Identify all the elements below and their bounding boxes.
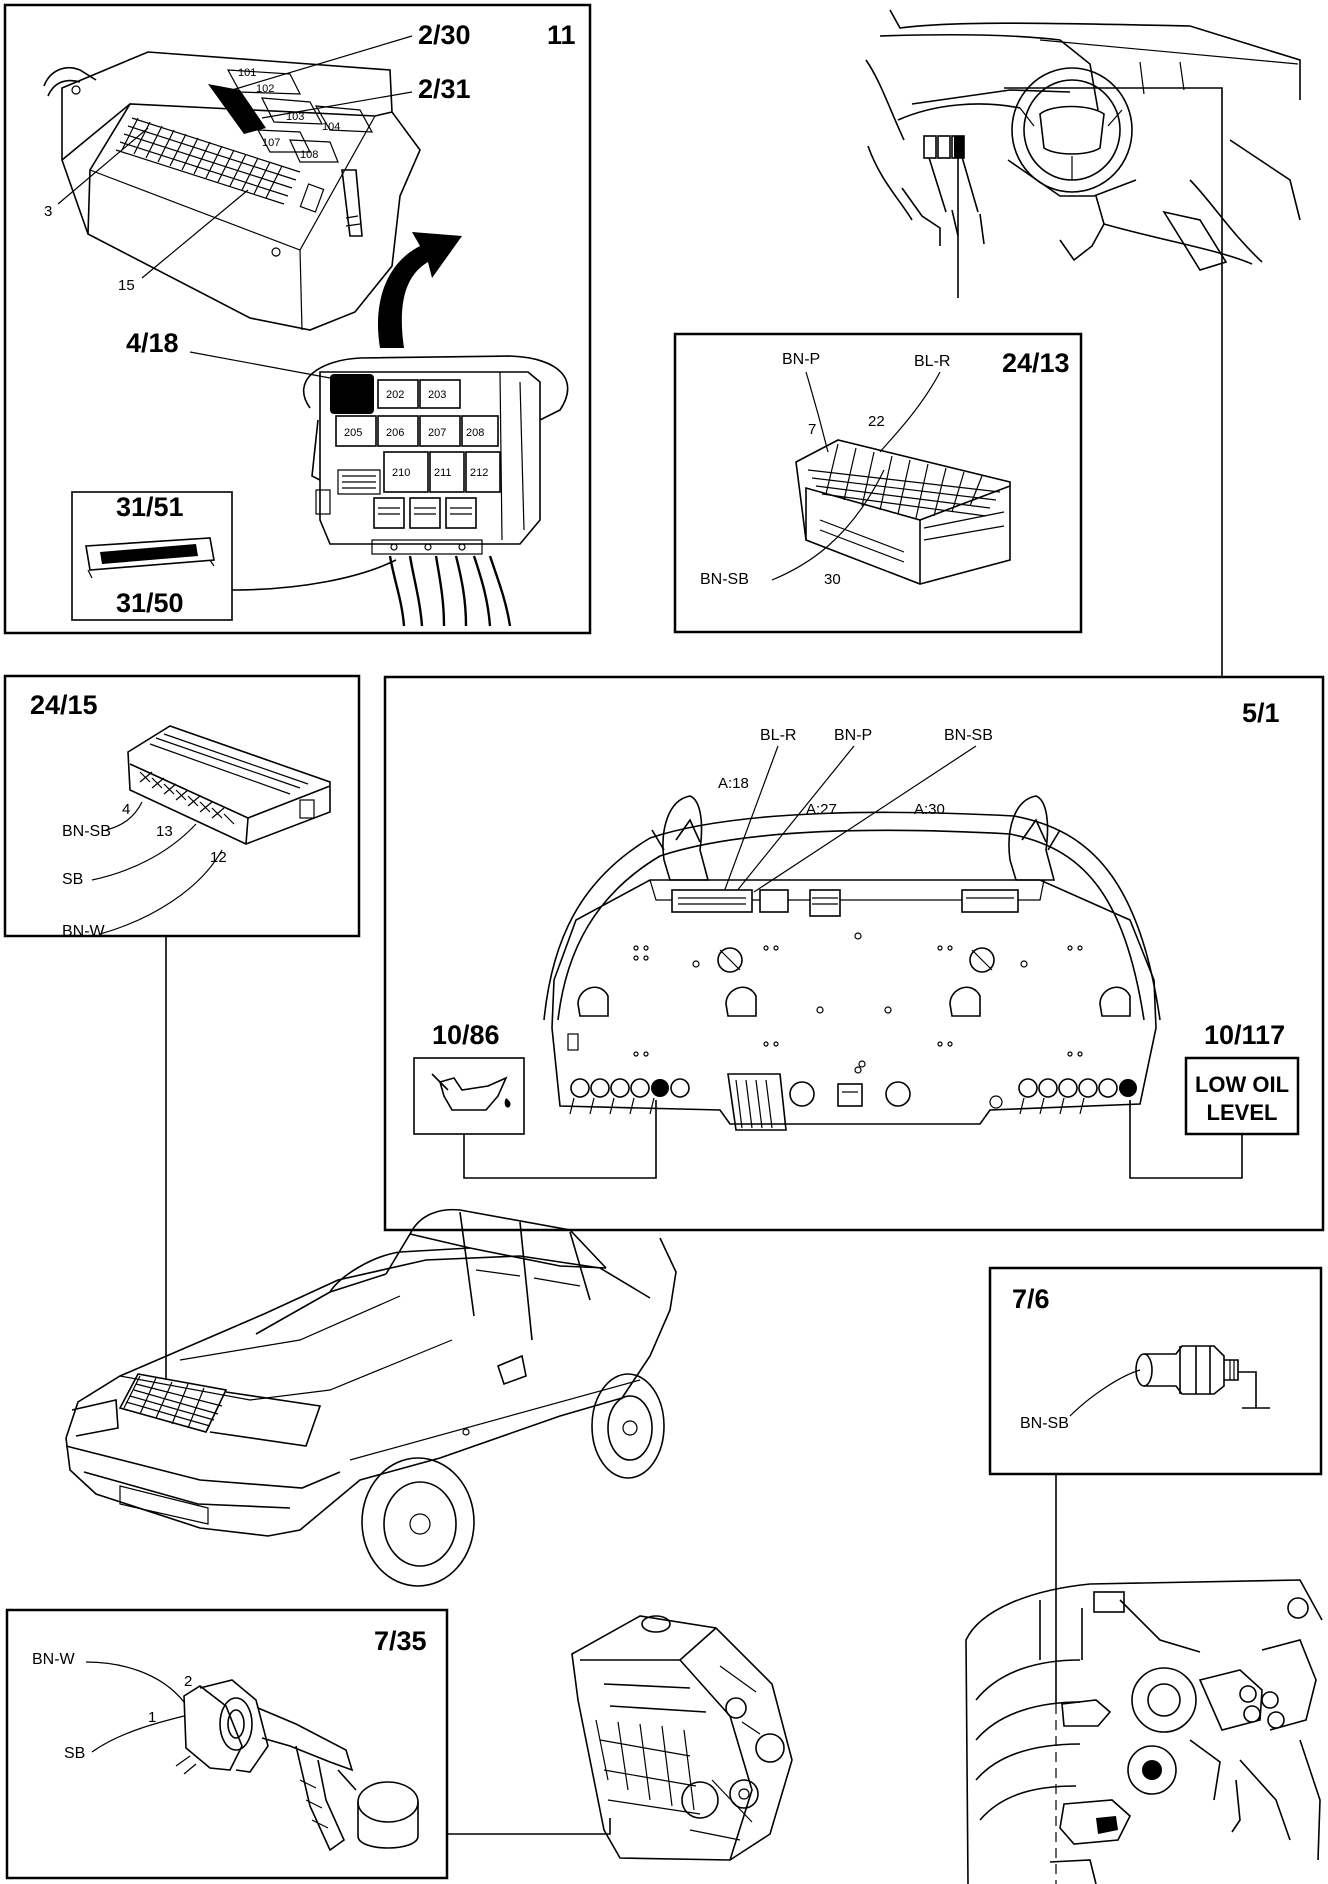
low-oil-text-line1: LOW OIL (1195, 1072, 1289, 1097)
bulb-sockets-right (1018, 1078, 1137, 1115)
pin-label-1-7-35: 1 (148, 1709, 156, 1726)
connector-label-3: 3 (44, 203, 52, 220)
relay-label-208: 208 (466, 427, 484, 439)
relay-label-202: 202 (386, 389, 404, 401)
pin-label-a30: A:30 (914, 801, 945, 818)
relay-box-drawing: 202 203 205 206 207 208 210 211 212 (303, 355, 569, 627)
oil-pressure-sensor-drawing (1135, 1345, 1270, 1409)
car-drawing (65, 1208, 677, 1587)
pin-label-4-24-15: 4 (122, 801, 130, 818)
pin-label-22-24-13: 22 (868, 413, 885, 430)
connector-label-2-30: 2/30 (418, 20, 471, 50)
pin-label-7-24-13: 7 (808, 421, 816, 438)
fuse-label-104: 104 (322, 121, 340, 133)
fuse-label-102: 102 (256, 83, 274, 95)
panel-connector-24-13: 24/13 BN-P BL-R BN-SB 7 22 30 (673, 332, 1083, 634)
ref-24-15: 24/15 (30, 690, 98, 720)
wire-label-bn-sb-24-15: BN-SB (62, 823, 111, 840)
oil-can-symbol (413, 1057, 525, 1135)
pin-label-a27: A:27 (806, 801, 837, 818)
ref-5-1: 5/1 (1242, 698, 1280, 728)
connector-31-51-31-50: 31/51 31/50 (71, 491, 397, 621)
relay-label-212: 212 (470, 467, 488, 479)
fuse-rows (115, 117, 301, 205)
fuse-label-107: 107 (262, 137, 280, 149)
bulb-sockets-left (569, 1078, 690, 1115)
wire-label-bn-sb-5-1: BN-SB (944, 727, 993, 744)
wire-label-bn-sb-7-6: BN-SB (1020, 1415, 1069, 1432)
pin-label-12-24-15: 12 (210, 849, 227, 866)
wire-label-bn-p-24-13: BN-P (782, 351, 820, 368)
wire-label-bn-sb-24-13: BN-SB (700, 571, 749, 588)
wire-label-bl-r-5-1: BL-R (760, 727, 796, 744)
pin-label-2-7-35: 2 (184, 1673, 192, 1690)
central-module-drawing: 101 102 103 104 107 108 (43, 51, 421, 331)
connector-label-2-31: 2/31 (418, 74, 471, 104)
fuse-label-101: 101 (238, 67, 256, 79)
ref-24-13: 24/13 (1002, 348, 1070, 378)
relay-label-203: 203 (428, 389, 446, 401)
panel-oil-level-sensor: 7/35 BN-W 2 1 SB (5, 1608, 611, 1880)
ref-10-86: 10/86 (432, 1020, 500, 1050)
ref-10-117: 10/117 (1204, 1020, 1285, 1050)
wire-label-bl-r-24-13: BL-R (914, 353, 950, 370)
wire-label-sb-7-35: SB (64, 1745, 85, 1762)
pin-label-a18: A:18 (718, 775, 749, 792)
ref-11: 11 (547, 20, 576, 50)
fuse-label-108: 108 (300, 149, 318, 161)
low-oil-text-line2: LEVEL (1207, 1100, 1278, 1125)
low-oil-level-lamp: LOW OIL LEVEL (1184, 1056, 1300, 1136)
relay-label-206: 206 (386, 427, 404, 439)
relay-label-211: 211 (434, 467, 452, 479)
relay-label-207: 207 (428, 427, 446, 439)
connector-label-15: 15 (118, 277, 135, 294)
ref-7-6: 7/6 (1012, 1284, 1050, 1314)
panel-connector-24-15: 24/15 4 BN-SB 13 12 SB BN-W (3, 674, 361, 1380)
wire-label-bn-p-5-1: BN-P (834, 727, 872, 744)
wire-label-sb-24-15: SB (62, 871, 83, 888)
panel-central-electronic-module: 11 101 102 103 (3, 3, 592, 635)
rotate-arrow-icon (377, 232, 462, 348)
wire-label-bn-w-7-35: BN-W (32, 1651, 76, 1668)
pin-label-13-24-15: 13 (156, 823, 173, 840)
pin-label-30-24-13: 30 (824, 571, 841, 588)
engine-block-drawing (571, 1615, 793, 1861)
oil-level-sensor-drawing (175, 1679, 419, 1852)
connector-label-31-51: 31/51 (116, 492, 184, 522)
dashboard-drawing (865, 9, 1301, 678)
relay-label-205: 205 (344, 427, 362, 439)
oil-can-icon (439, 1076, 508, 1111)
engine-bay-drawing (965, 1579, 1323, 1884)
fuse-label-103: 103 (286, 111, 304, 123)
ref-4-18: 4/18 (126, 328, 179, 358)
ref-7-35: 7/35 (374, 1626, 427, 1656)
panel-instrument-cluster: 5/1 BL-R BN-P BN-SB A:18 A:27 A:30 (383, 675, 1325, 1232)
instrument-cluster-drawing (543, 795, 1161, 1131)
wire-label-bn-w-24-15: BN-W (62, 923, 106, 940)
relay-label-210: 210 (392, 467, 410, 479)
connector-label-31-50: 31/50 (116, 588, 184, 618)
